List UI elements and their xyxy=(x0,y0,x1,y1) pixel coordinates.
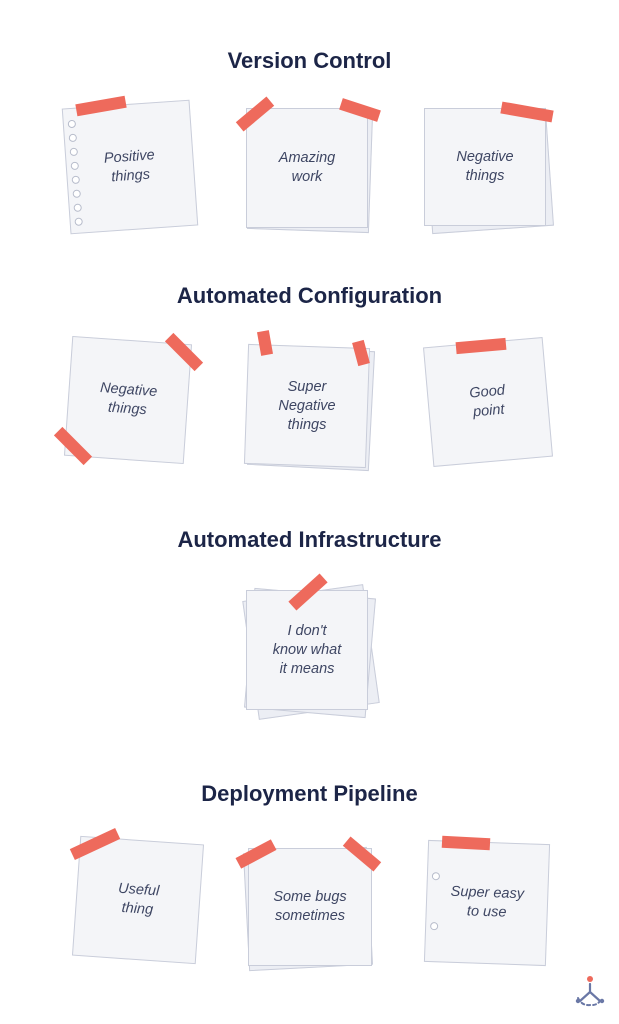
note-paper xyxy=(424,108,546,226)
sticky-note: Some bugs sometimes xyxy=(242,846,374,972)
section-title-deployment-pipeline: Deployment Pipeline xyxy=(201,781,418,806)
note-text: Good point xyxy=(468,382,506,421)
section-title-automated-configuration: Automated Configuration xyxy=(176,283,443,308)
tape-strip xyxy=(441,835,491,851)
sticky-note: Negative things xyxy=(424,107,554,235)
note-paper xyxy=(246,108,368,228)
sticky-note: I don't know what it means xyxy=(242,584,380,720)
sticky-note: Super easy to use xyxy=(423,839,551,967)
note-text: Super Negative things xyxy=(278,378,336,433)
sticky-note: Super Negative things xyxy=(243,343,376,472)
note-text: Useful thing xyxy=(117,880,160,919)
sticky-note: Negative things xyxy=(63,335,193,465)
note-text: Amazing work xyxy=(278,150,336,185)
note-text: Some bugs sometimes xyxy=(273,889,347,924)
note-paper xyxy=(246,590,368,710)
note-text: I don't know what it means xyxy=(272,622,342,677)
sticky-note: Useful thing xyxy=(71,835,205,965)
note-text: Positive things xyxy=(103,147,156,186)
note-text: Negative things xyxy=(456,149,514,184)
people-triangle-logo-icon xyxy=(575,976,605,1007)
sticky-note: Amazing work xyxy=(246,108,374,234)
sticky-note: Positive things xyxy=(61,99,199,235)
note-text: Super easy to use xyxy=(450,883,525,921)
sticky-note: Good point xyxy=(422,336,554,468)
note-paper xyxy=(248,848,372,966)
section-title-version-control: Version Control xyxy=(227,48,392,73)
note-text: Negative things xyxy=(99,380,158,419)
section-title-automated-infrastructure: Automated Infrastructure xyxy=(177,527,442,552)
